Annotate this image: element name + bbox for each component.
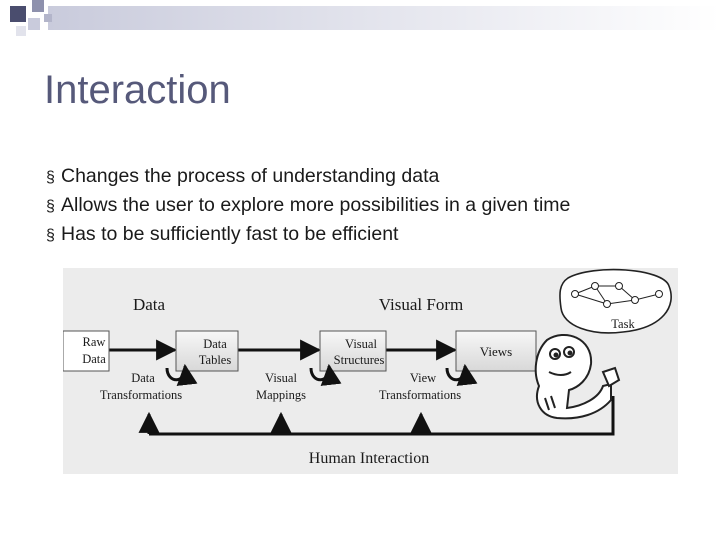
bullet-marker: § xyxy=(46,227,55,244)
corner-decoration xyxy=(10,0,720,36)
header-data: Data xyxy=(133,295,166,314)
view-transformations-line2: Transformations xyxy=(379,388,461,402)
visual-mappings-line2: Mappings xyxy=(256,388,306,402)
view-transformations-line1: View xyxy=(410,371,436,385)
person-illustration xyxy=(534,334,621,420)
data-transformations-line2: Transformations xyxy=(100,388,182,402)
data-tables-line1: Data xyxy=(203,337,227,351)
loop-arrow-view xyxy=(445,363,478,386)
network-icon xyxy=(571,282,663,308)
raw-data-line1: Raw xyxy=(83,335,106,349)
bullet-text: Has to be sufficiently fast to be effici… xyxy=(61,223,399,245)
loop-arrow-data xyxy=(165,363,198,386)
human-interaction-line xyxy=(149,396,615,436)
bullet-item: § Allows the user to explore more possib… xyxy=(46,191,570,220)
box-data-tables: Data Tables xyxy=(175,330,239,372)
bullet-marker: § xyxy=(46,198,55,215)
raw-data-line2: Data xyxy=(82,352,106,366)
visual-structures-line2: Structures xyxy=(334,353,385,367)
bullet-item: § Changes the process of understanding d… xyxy=(46,162,570,191)
box-raw-data: Raw Data xyxy=(62,330,110,372)
bullet-list: § Changes the process of understanding d… xyxy=(46,162,570,249)
header-visual-form: Visual Form xyxy=(379,295,463,314)
box-visual-structures: Visual Structures xyxy=(319,330,387,372)
bullet-text: Allows the user to explore more possibil… xyxy=(61,194,571,216)
box-views: Views xyxy=(455,330,537,372)
bullet-marker: § xyxy=(46,169,55,186)
human-interaction-label: Human Interaction xyxy=(309,450,429,467)
visualization-pipeline-figure: Data Visual Form Raw Data Data Tables Vi… xyxy=(62,268,678,474)
task-label: Task xyxy=(611,317,635,331)
views-label: Views xyxy=(480,344,512,359)
data-transformations-line1: Data xyxy=(131,371,155,385)
visual-structures-line1: Visual xyxy=(345,337,377,351)
slide-title: Interaction xyxy=(44,68,231,112)
visual-mappings-line1: Visual xyxy=(265,371,297,385)
bullet-item: § Has to be sufficiently fast to be effi… xyxy=(46,220,570,249)
loop-arrow-visual xyxy=(309,363,342,386)
data-tables-line2: Tables xyxy=(199,353,232,367)
bullet-text: Changes the process of understanding dat… xyxy=(61,165,440,187)
